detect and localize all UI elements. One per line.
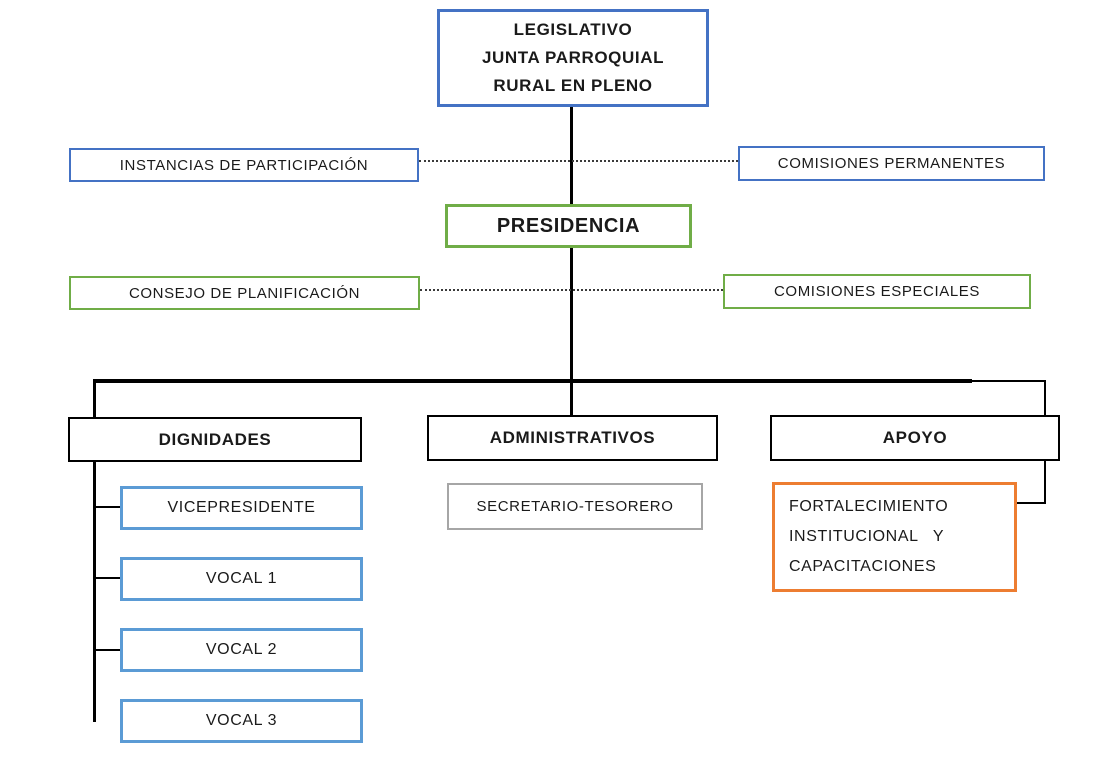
connector-apoyo-drop: [1044, 380, 1046, 415]
node-vicepresidente: VICEPRESIDENTE: [120, 486, 363, 530]
node-apoyo: APOYO: [770, 415, 1060, 461]
connector-horizontal-extension: [970, 380, 1046, 382]
node-vocal-1: VOCAL 1: [120, 557, 363, 601]
connector-stub-vocal1: [96, 577, 120, 579]
connector-legislativo-presidencia: [570, 107, 573, 204]
connector-dignidades-rail: [93, 462, 96, 722]
connector-apoyo-fortalecimiento-stub: [1017, 502, 1046, 504]
node-presidencia: PRESIDENCIA: [445, 204, 692, 248]
connector-presidencia-down: [570, 248, 573, 380]
node-administrativos: ADMINISTRATIVOS: [427, 415, 718, 461]
node-comisiones-especiales: COMISIONES ESPECIALES: [723, 274, 1031, 309]
connector-dotted-consejo-especiales: [420, 289, 723, 291]
connector-stub-vicepresidente: [96, 506, 120, 508]
node-dignidades: DIGNIDADES: [68, 417, 362, 462]
node-vocal-2: VOCAL 2: [120, 628, 363, 672]
node-secretario-tesorero: SECRETARIO-TESORERO: [447, 483, 703, 530]
connector-apoyo-fortalecimiento-vertical: [1044, 461, 1046, 504]
connector-dignidades-drop: [93, 382, 96, 417]
node-instancias-de-participacion: INSTANCIAS DE PARTICIPACIÓN: [69, 148, 419, 182]
connector-main-horizontal: [93, 379, 972, 383]
node-comisiones-permanentes: COMISIONES PERMANENTES: [738, 146, 1045, 181]
connector-stub-vocal2: [96, 649, 120, 651]
node-fortalecimiento-institucional: FORTALECIMIENTO INSTITUCIONAL Y CAPACITA…: [772, 482, 1017, 592]
node-vocal-3: VOCAL 3: [120, 699, 363, 743]
connector-administrativos-drop: [570, 382, 573, 415]
node-consejo-de-planificacion: CONSEJO DE PLANIFICACIÓN: [69, 276, 420, 310]
connector-dotted-instancias-permanentes: [419, 160, 738, 162]
node-legislativo-junta-parroquial: LEGISLATIVO JUNTA PARROQUIAL RURAL EN PL…: [437, 9, 709, 107]
